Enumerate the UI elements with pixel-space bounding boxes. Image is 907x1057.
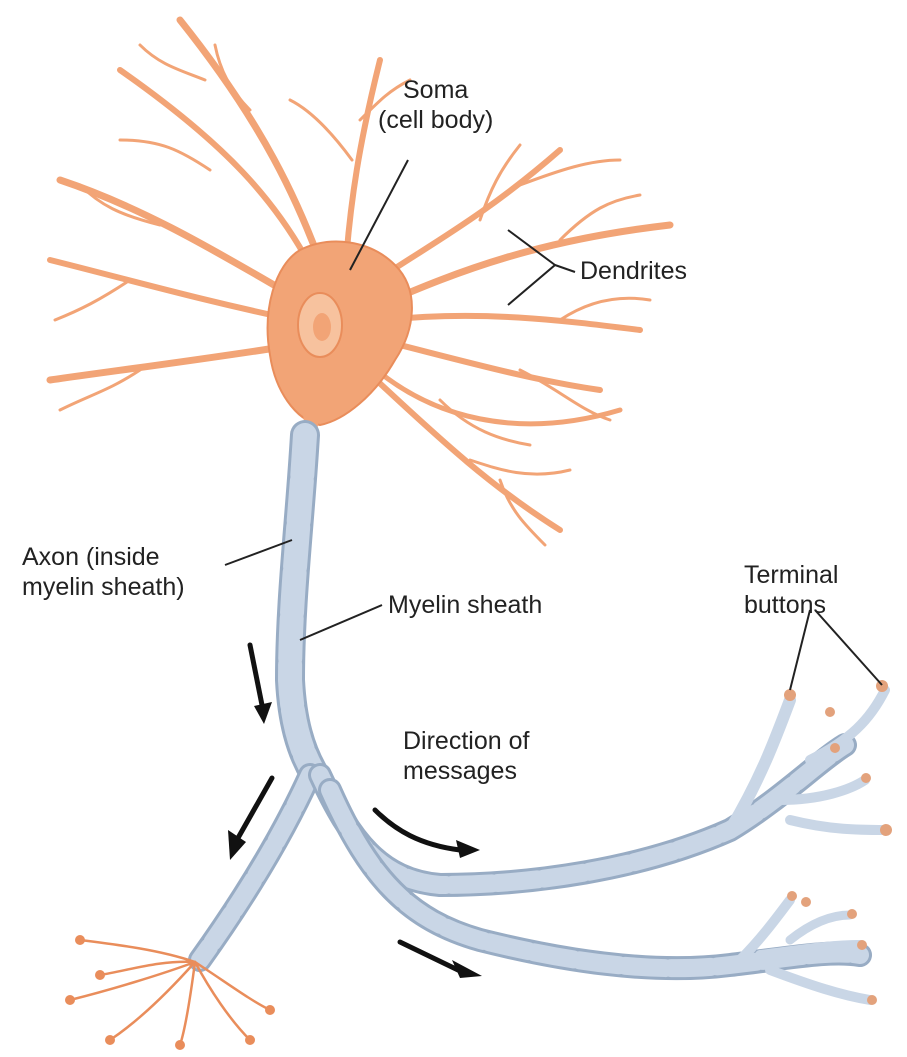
- soma-label: Soma (cell body): [378, 75, 493, 135]
- terminal-label-line1: Terminal: [744, 560, 838, 590]
- soma-label-line1: Soma: [378, 75, 493, 105]
- myelin-sheath-label: Myelin sheath: [388, 590, 542, 620]
- dendrites-label: Dendrites: [580, 256, 687, 286]
- direction-of-messages-label: Direction of messages: [403, 726, 529, 786]
- terminal-buttons-label: Terminal buttons: [744, 560, 838, 620]
- axon-label-line2: myelin sheath): [22, 572, 185, 602]
- axon-label-line1: Axon (inside: [22, 542, 185, 572]
- direction-label-line2: messages: [403, 756, 529, 786]
- axon-label: Axon (inside myelin sheath): [22, 542, 185, 602]
- soma-cell-body: [268, 242, 412, 425]
- terminal-label-line2: buttons: [744, 590, 838, 620]
- soma-label-line2: (cell body): [378, 105, 493, 135]
- direction-label-line1: Direction of: [403, 726, 529, 756]
- left-axon-terminals: [70, 940, 270, 1045]
